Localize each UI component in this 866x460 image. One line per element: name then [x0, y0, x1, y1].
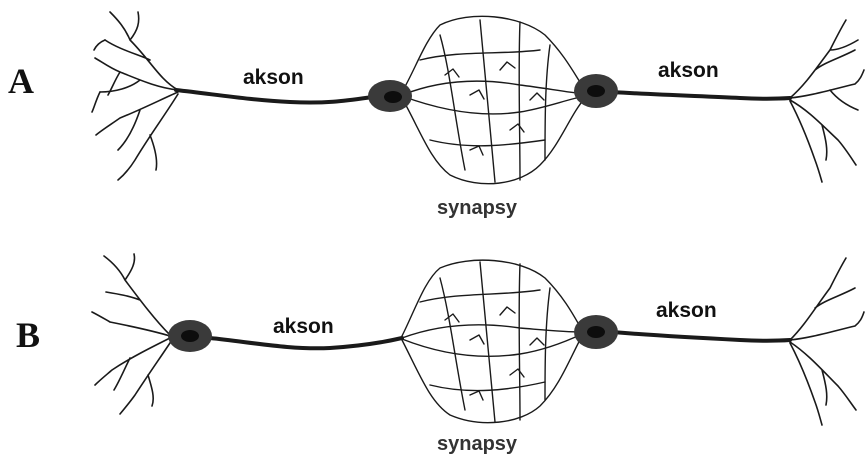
axon-1: [208, 336, 404, 351]
axon-label-left: akson: [273, 315, 334, 338]
soma-2: [574, 74, 618, 108]
panel-a-diagram: [91, 11, 865, 185]
synapse-net: [401, 15, 586, 185]
soma-2: [574, 315, 618, 349]
axon-2: [610, 330, 792, 343]
axon-label-left: akson: [243, 66, 304, 89]
axon-label-right: akson: [658, 59, 719, 82]
right-dendrites: [789, 257, 865, 426]
axon-label-right: akson: [656, 299, 717, 322]
panel-letter-a: A: [8, 61, 34, 101]
axon-1: [174, 88, 382, 105]
panel-b-diagram: [91, 253, 865, 426]
panel-a: A akson akson synapsy: [8, 11, 865, 219]
soma-1: [168, 320, 212, 352]
synapse-label: synapsy: [437, 197, 518, 219]
synapse-label: synapsy: [437, 433, 518, 455]
right-dendrites: [789, 19, 865, 183]
panel-letter-b: B: [16, 315, 41, 355]
synapse-net: [401, 259, 583, 424]
soma-1: [368, 80, 412, 112]
left-dendrites: [91, 11, 179, 181]
axon-2: [610, 90, 792, 101]
left-dendrites: [91, 253, 173, 415]
panel-b: B akson akson synapsy: [0, 230, 866, 460]
